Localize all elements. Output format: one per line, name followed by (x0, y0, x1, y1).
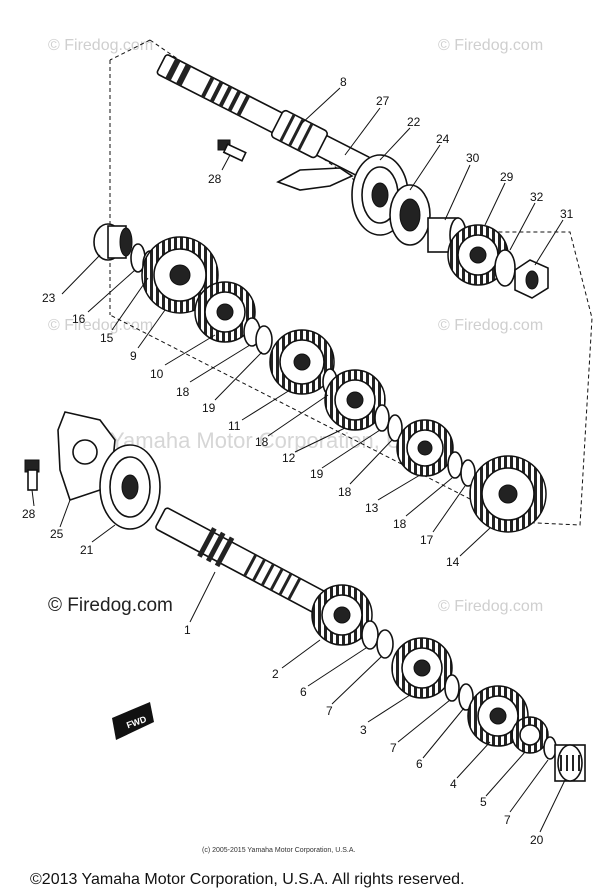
circlip-17 (460, 459, 476, 487)
watermark-mid-left: © Firedog.com (48, 317, 153, 334)
watermark-lower-left: © Firedog.com (48, 595, 173, 616)
callouts: 8 27 22 24 30 29 32 31 28 23 16 15 9 10 … (22, 75, 574, 847)
callout-20: 20 (530, 833, 544, 847)
oil-seal-24 (389, 184, 431, 246)
retainer-hole (72, 439, 98, 465)
leader-lines (31, 87, 566, 833)
callout-19-b: 19 (310, 467, 324, 481)
callout-32: 32 (530, 190, 544, 204)
lock-washer-32 (494, 249, 516, 287)
callout-4: 4 (450, 777, 457, 791)
callout-21: 21 (80, 543, 94, 557)
callout-1: 1 (184, 623, 191, 637)
callout-3: 3 (360, 723, 367, 737)
callout-14: 14 (446, 555, 460, 569)
gear-13 (396, 419, 454, 477)
watermark-lower-right: © Firedog.com (438, 598, 543, 615)
gear-12 (324, 369, 386, 431)
callout-8: 8 (340, 75, 347, 89)
gear-5 (511, 716, 549, 754)
bolt-28-lower (24, 459, 40, 491)
callout-18-d: 18 (393, 517, 407, 531)
callout-13: 13 (365, 501, 379, 515)
watermark-top-left: © Firedog.com (48, 37, 153, 54)
drive-axle (156, 54, 372, 178)
callout-22: 22 (407, 115, 421, 129)
gear-9 (141, 236, 219, 314)
gear-10 (194, 281, 256, 343)
watermark-top-right: © Firedog.com (438, 37, 543, 54)
callout-5: 5 (480, 795, 487, 809)
bolt-28-top (217, 139, 247, 162)
washer-18c (387, 414, 403, 442)
callout-30: 30 (466, 151, 480, 165)
callout-9: 9 (130, 349, 137, 363)
drive-sprocket-29 (447, 224, 509, 286)
callout-6-b: 6 (416, 757, 423, 771)
callout-12: 12 (282, 451, 296, 465)
gear-2 (311, 584, 373, 646)
callout-18-b: 18 (255, 435, 269, 449)
gear-3 (391, 637, 453, 699)
callout-7-a: 7 (326, 704, 333, 718)
fwd-arrow-icon: FWD (112, 702, 154, 740)
callout-18-a: 18 (176, 385, 190, 399)
callout-11: 11 (228, 419, 241, 433)
bearing-21 (99, 444, 161, 530)
bearing-stopper-plate (276, 167, 354, 191)
callout-15: 15 (100, 331, 114, 345)
callout-31: 31 (560, 207, 574, 221)
bearing-23 (93, 223, 133, 261)
callout-17: 17 (420, 533, 434, 547)
callout-23: 23 (42, 291, 56, 305)
washer-18d (447, 451, 463, 479)
watermark-mid-right: © Firedog.com (438, 317, 543, 334)
callout-2: 2 (272, 667, 279, 681)
main-axle-1 (155, 507, 352, 627)
bearing-20 (554, 744, 586, 782)
callout-7-c: 7 (504, 813, 511, 827)
small-copyright: (c) 2005-2015 Yamaha Motor Corporation, … (202, 847, 355, 854)
callout-10: 10 (150, 367, 164, 381)
gear-14 (469, 455, 547, 533)
callout-27: 27 (376, 94, 390, 108)
washer-6b (458, 683, 474, 711)
callout-18-c: 18 (338, 485, 352, 499)
circlip-19b (374, 404, 390, 432)
gear-11 (269, 329, 335, 395)
callout-7-b: 7 (390, 741, 397, 755)
callout-29: 29 (500, 170, 514, 184)
callout-6-a: 6 (300, 685, 307, 699)
circlip-7a (376, 629, 394, 659)
footer-copyright: ©2013 Yamaha Motor Corporation, U.S.A. A… (30, 871, 465, 888)
circlip-7b (444, 674, 460, 702)
circlip-19a (255, 325, 273, 355)
callout-28-lower: 28 (22, 507, 36, 521)
callout-28-top: 28 (208, 172, 222, 186)
callout-19-a: 19 (202, 401, 216, 415)
nut-31 (514, 259, 549, 299)
callout-16: 16 (72, 312, 86, 326)
washer-6a (361, 620, 379, 650)
callout-25: 25 (50, 527, 64, 541)
callout-24: 24 (436, 132, 450, 146)
group-frame-edge (109, 39, 151, 61)
